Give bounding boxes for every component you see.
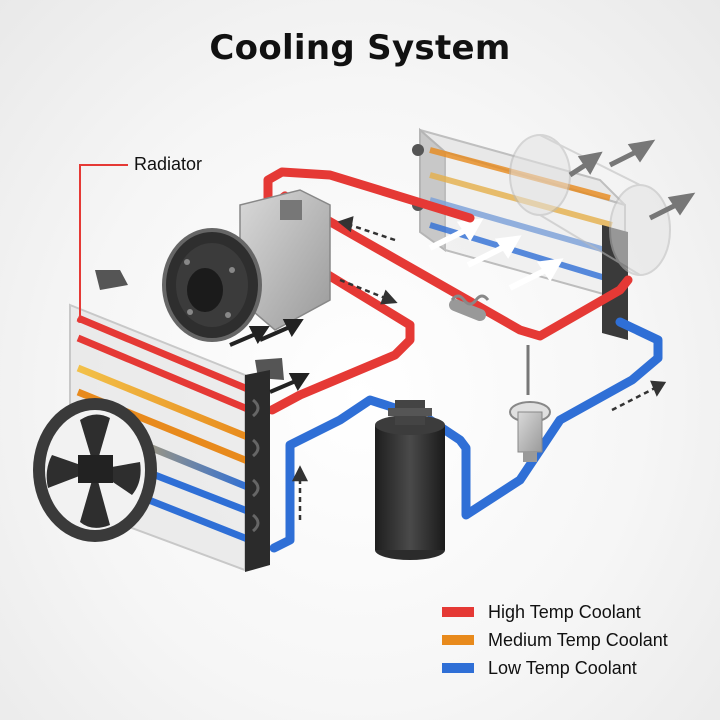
radiator-callout-dot	[77, 317, 83, 323]
condenser-fan	[33, 398, 157, 542]
radiator-callout-line	[79, 164, 128, 320]
legend-item-high: High Temp Coolant	[442, 598, 668, 626]
legend-item-medium: Medium Temp Coolant	[442, 626, 668, 654]
outflow-arrows	[568, 139, 696, 221]
page-title: Cooling System	[209, 28, 511, 68]
expansion-valve	[509, 345, 551, 462]
legend-swatch-low	[442, 663, 474, 673]
legend-swatch-high	[442, 607, 474, 617]
legend-label-low: Low Temp Coolant	[488, 657, 637, 678]
radiator-label: Radiator	[134, 154, 203, 174]
coil-tube	[450, 294, 490, 306]
legend: High Temp Coolant Medium Temp Coolant Lo…	[442, 598, 668, 682]
receiver-drier	[375, 400, 445, 560]
legend-label-medium: Medium Temp Coolant	[488, 629, 668, 650]
airflow-arrows-evaporator	[428, 218, 564, 291]
compressor	[162, 189, 331, 342]
airflow-arrows-radiator	[229, 319, 310, 394]
legend-label-high: High Temp Coolant	[488, 601, 641, 622]
legend-item-low: Low Temp Coolant	[442, 654, 668, 682]
flow-direction-arrows	[291, 216, 667, 520]
legend-swatch-medium	[442, 635, 474, 645]
blower-fan	[509, 134, 671, 276]
